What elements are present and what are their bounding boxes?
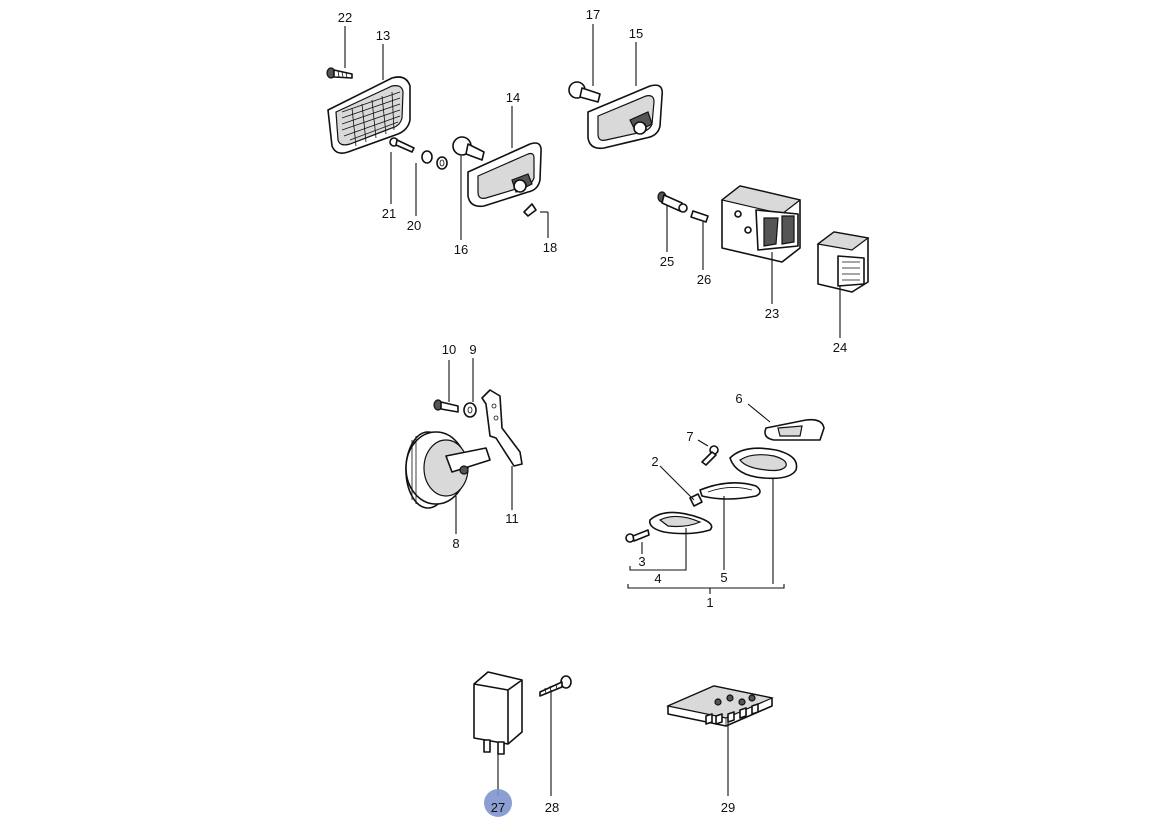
callout-23[interactable]: 23: [765, 306, 779, 321]
callout-2[interactable]: 2: [651, 454, 658, 469]
callout-7[interactable]: 7: [686, 429, 693, 444]
part-7-screw[interactable]: [701, 445, 719, 466]
callout-5[interactable]: 5: [720, 570, 727, 585]
callout-15[interactable]: 15: [629, 26, 643, 41]
callout-9[interactable]: 9: [469, 342, 476, 357]
part-20-washer[interactable]: [421, 150, 448, 170]
callout-10[interactable]: 10: [442, 342, 456, 357]
part-14-side-lamp[interactable]: [467, 142, 542, 208]
callout-14[interactable]: 14: [506, 90, 520, 105]
part-17-bulb[interactable]: [568, 81, 601, 103]
callout-28[interactable]: 28: [545, 800, 559, 815]
part-3-screw[interactable]: [625, 529, 650, 543]
callout-25[interactable]: 25: [660, 254, 674, 269]
callout-20[interactable]: 20: [407, 218, 421, 233]
part-22-screw[interactable]: [326, 67, 353, 79]
callout-4[interactable]: 4: [654, 571, 661, 586]
callout-27[interactable]: 27: [491, 800, 505, 815]
callout-3[interactable]: 3: [638, 554, 645, 569]
callout-18[interactable]: 18: [543, 240, 557, 255]
part-9-washer[interactable]: [463, 402, 477, 418]
part-4-lens[interactable]: [648, 511, 713, 535]
part-26-bulb[interactable]: [690, 210, 709, 223]
part-25-bulb-holder[interactable]: [657, 191, 688, 213]
part-23-switch[interactable]: [720, 185, 802, 263]
callout-24[interactable]: 24: [833, 340, 847, 355]
callout-11[interactable]: 11: [505, 511, 519, 526]
callout-labels: 22 13 21 20 16 14 18 17 15 25 26 23 24 1…: [338, 7, 847, 815]
callout-29[interactable]: 29: [721, 800, 735, 815]
callout-16[interactable]: 16: [454, 242, 468, 257]
part-6-gasket[interactable]: [764, 418, 825, 441]
callout-8[interactable]: 8: [452, 536, 459, 551]
part-13-marker-lamp[interactable]: [327, 76, 411, 154]
part-18-clip[interactable]: [523, 203, 537, 217]
callout-22[interactable]: 22: [338, 10, 352, 25]
part-5-gasket[interactable]: [699, 482, 761, 500]
callout-26[interactable]: 26: [697, 272, 711, 287]
part-8-horn[interactable]: [405, 431, 491, 509]
callout-13[interactable]: 13: [376, 28, 390, 43]
part-10-bolt[interactable]: [433, 399, 459, 413]
part-lamp-housing[interactable]: [729, 447, 798, 480]
callout-21[interactable]: 21: [382, 206, 396, 221]
part-24-switch-cover[interactable]: [816, 231, 870, 293]
part-21-screw[interactable]: [389, 137, 415, 153]
callout-6[interactable]: 6: [735, 391, 742, 406]
part-2-clip[interactable]: [689, 493, 703, 507]
part-27-relay[interactable]: [473, 671, 523, 755]
leader-lines: [344, 24, 841, 796]
part-15-lamp[interactable]: [587, 84, 664, 150]
part-28-screw[interactable]: [539, 675, 572, 697]
part-29-fuse-box[interactable]: [666, 685, 774, 727]
part-11-bracket[interactable]: [481, 389, 523, 467]
selected-callout-highlight: [484, 789, 512, 817]
part-16-bulb[interactable]: [452, 136, 485, 161]
callout-17[interactable]: 17: [586, 7, 600, 22]
callout-1[interactable]: 1: [706, 595, 713, 610]
